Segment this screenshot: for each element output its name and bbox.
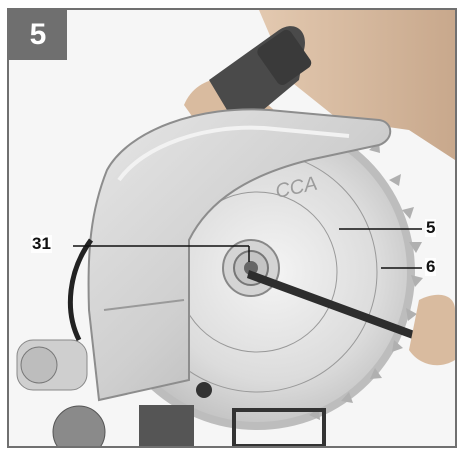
upper-arm bbox=[259, 10, 455, 160]
callout-5: 5 bbox=[425, 218, 437, 237]
callout-31: 31 bbox=[31, 234, 52, 253]
right-hand bbox=[409, 294, 455, 366]
blade-guard bbox=[87, 108, 392, 402]
blade-flange bbox=[222, 239, 280, 297]
pivot-knob bbox=[52, 405, 106, 446]
figure-number-badge: 5 bbox=[9, 10, 67, 60]
lock-knob bbox=[196, 382, 212, 398]
photo-area: CCA 5 31 5 6 bbox=[7, 8, 457, 448]
motor-housing bbox=[139, 405, 194, 446]
handle-grip bbox=[257, 29, 312, 85]
base-fence bbox=[232, 408, 326, 446]
hex-key bbox=[247, 270, 439, 348]
power-cable bbox=[67, 238, 94, 342]
miter-saw-illustration: CCA bbox=[9, 10, 455, 446]
dust-port-opening bbox=[20, 346, 58, 384]
figure-number: 5 bbox=[29, 18, 47, 51]
callout-6: 6 bbox=[425, 257, 437, 276]
